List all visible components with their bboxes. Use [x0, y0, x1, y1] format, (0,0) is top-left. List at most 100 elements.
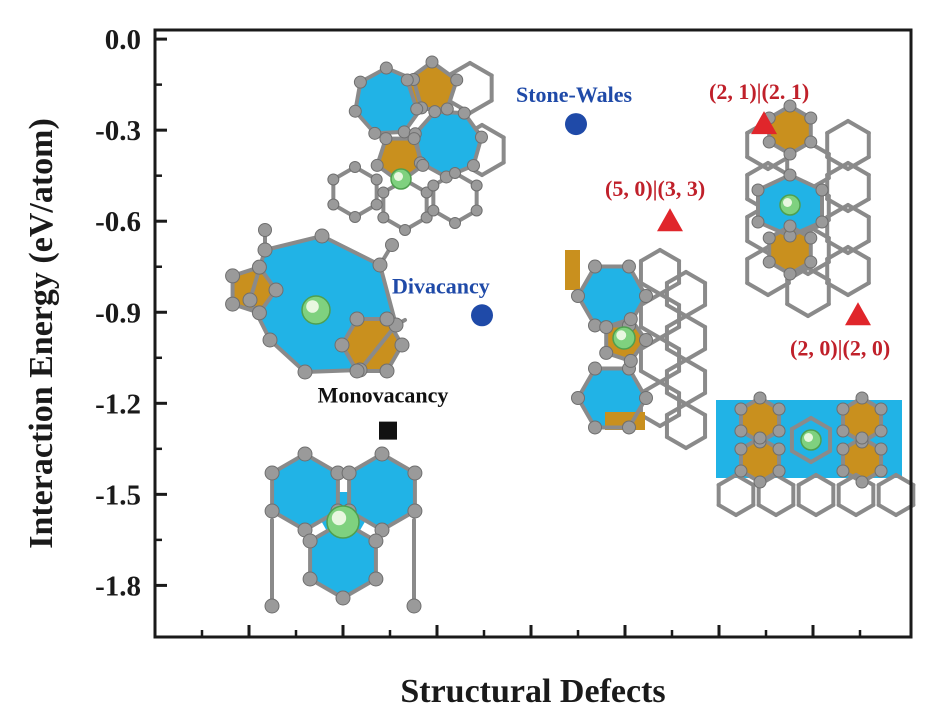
carbon-atom: [225, 268, 241, 284]
bond: [846, 119, 871, 135]
carbon-atom: [251, 305, 267, 321]
carbon-atom: [855, 431, 869, 445]
carbon-atom: [874, 402, 888, 416]
point-label: (2, 0)|(2, 0): [790, 335, 890, 360]
bond: [378, 263, 398, 327]
carbon-atom: [855, 391, 869, 405]
carbon-atom: [428, 105, 442, 119]
carbon-atom: [804, 255, 818, 269]
carbon-atom: [264, 503, 280, 519]
carbon-atom: [836, 402, 850, 416]
bond: [809, 449, 833, 464]
bond: [825, 203, 850, 219]
bond: [684, 391, 708, 406]
carbon-atom: [762, 231, 776, 245]
carbon-atom: [804, 135, 818, 149]
carbon-atom: [571, 391, 585, 405]
carbon-atom: [385, 238, 399, 252]
carbon-atom: [751, 215, 765, 229]
carbon-atom: [335, 590, 351, 606]
bond: [734, 503, 756, 517]
bond: [854, 503, 876, 517]
bond: [836, 503, 858, 517]
point-label: Divacancy: [392, 273, 490, 298]
bond: [836, 473, 858, 487]
carbon-atom: [622, 420, 636, 435]
bond: [658, 325, 682, 340]
bond: [664, 391, 688, 406]
bond: [825, 161, 850, 177]
carbon-atom: [242, 292, 258, 308]
carbon-atom: [407, 503, 423, 519]
bond: [468, 61, 494, 78]
carbon-atom: [836, 442, 850, 456]
carbon-atom: [264, 598, 280, 614]
carbon-atom: [474, 130, 488, 144]
bond: [446, 61, 472, 78]
bond: [268, 338, 307, 374]
bond: [876, 503, 898, 517]
carbon-atom: [815, 215, 829, 229]
y-tick-label: -0.3: [95, 115, 141, 147]
carbon-atom: [251, 259, 267, 275]
bond: [846, 161, 871, 177]
ring-face: [578, 266, 646, 326]
bond: [814, 473, 836, 487]
carbon-atom: [734, 424, 748, 438]
carbon-atom: [394, 337, 410, 353]
bond: [789, 416, 813, 431]
ring-face: [740, 398, 780, 442]
bond: [745, 161, 770, 177]
bond: [745, 245, 770, 261]
y-tick-label: -0.9: [95, 297, 141, 329]
carbon-atom: [753, 431, 767, 445]
data-point-square: [379, 421, 397, 440]
point-label: Monovacancy: [318, 383, 449, 408]
carbon-atom: [734, 442, 748, 456]
bond: [745, 281, 770, 297]
carbon-atom: [588, 259, 602, 274]
bond: [684, 347, 708, 362]
ring-face: [842, 438, 882, 482]
carbon-atom: [349, 363, 365, 379]
y-tick-label: -1.8: [95, 570, 141, 602]
carbon-atom: [762, 255, 776, 269]
stone-wales-inset: [327, 55, 506, 236]
bond: [796, 473, 818, 487]
bond: [664, 402, 688, 417]
carbon-atom: [804, 231, 818, 245]
bond: [825, 119, 850, 135]
carbon-atom: [425, 55, 439, 69]
bond: [756, 503, 778, 517]
carbon-atom: [466, 158, 480, 172]
carbon-atom: [349, 211, 361, 223]
carbon-atom: [353, 75, 367, 89]
carbon-atom: [783, 147, 797, 161]
carbon-atom: [772, 424, 786, 438]
carbon-atom: [379, 132, 393, 146]
carbon-atom: [639, 391, 653, 405]
bond: [658, 336, 682, 351]
bond: [480, 160, 506, 177]
bond: [684, 303, 708, 318]
carbon-atom: [302, 571, 318, 587]
carbon-atom: [450, 73, 464, 87]
bond: [263, 234, 324, 252]
carbon-atom: [302, 533, 318, 549]
bond: [468, 98, 494, 115]
bond: [846, 281, 871, 297]
carbon-atom: [410, 102, 424, 116]
carbon-atom: [379, 363, 395, 379]
bond: [789, 449, 813, 464]
carbon-atom: [449, 217, 461, 229]
carbon-atom: [874, 464, 888, 478]
bond: [684, 358, 708, 373]
dopant-highlight: [804, 433, 813, 442]
2-0-2-0-inset: [716, 391, 916, 517]
carbon-atom: [377, 211, 390, 224]
bond: [664, 303, 688, 318]
point-label: (5, 0)|(3, 3): [605, 176, 705, 201]
x-axis-ticks: [200, 625, 862, 637]
carbon-atom: [374, 446, 390, 462]
